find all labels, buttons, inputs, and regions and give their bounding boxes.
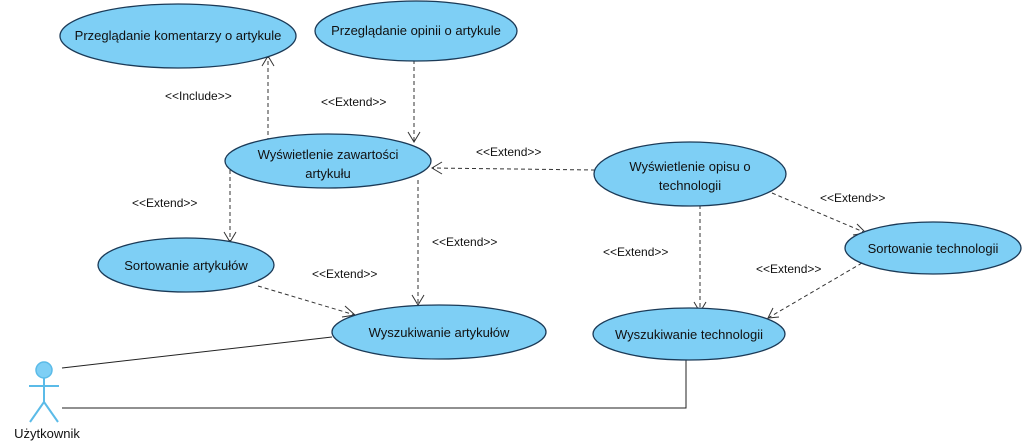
- use-case-label-line1: Wyświetlenie opisu o: [629, 159, 750, 174]
- extend-sortowanie-wyszukiwanie-art: [257, 285, 357, 318]
- label-extend-opis-sort-tech: <<Extend>>: [820, 191, 885, 205]
- use-case-label: Sortowanie artykułów: [124, 258, 248, 273]
- use-case-label: Przeglądanie opinii o artykule: [331, 23, 501, 38]
- include-zawartosc-komentarze: [261, 55, 275, 142]
- use-case-label-line2: artykułu: [305, 166, 351, 181]
- label-extend-opis-zawartosc: <<Extend>>: [476, 145, 541, 159]
- use-case-sortowanie-artykulow[interactable]: Sortowanie artykułów: [97, 237, 275, 293]
- extend-zawartosc-opinie: [407, 60, 421, 143]
- use-case-wyswietlenie-zawartosci[interactable]: Wyświetlenie zawartości artykułu: [224, 133, 432, 189]
- actor-name: Użytkownik: [14, 426, 80, 441]
- label-extend-opinie: <<Extend>>: [321, 95, 386, 109]
- use-case-label-line1: Wyświetlenie zawartości: [258, 147, 399, 162]
- association-actor-wyszukiwanie-tech: [62, 358, 687, 409]
- label-extend-opis-wyszuk-tech: <<Extend>>: [603, 245, 668, 259]
- extend-zawartosc-wyszukiwanie-art: [411, 180, 425, 306]
- use-case-wyszukiwanie-technologii[interactable]: Wyszukiwanie technologii: [592, 307, 786, 361]
- label-extend-zawartosc-wyszuk: <<Extend>>: [432, 235, 497, 249]
- label-extend-sortowanie-art: <<Extend>>: [132, 196, 197, 210]
- use-case-przegladanie-komentarzy[interactable]: Przeglądanie komentarzy o artykule: [59, 3, 297, 69]
- use-case-wyswietlenie-opisu[interactable]: Wyświetlenie opisu o technologii: [593, 141, 787, 207]
- extend-sortowanie-wyszukiwanie-tech: [767, 262, 863, 319]
- use-case-label-line2: technologii: [659, 178, 721, 193]
- label-include: <<Include>>: [165, 89, 232, 103]
- extend-zawartosc-sortowanie-art: [223, 170, 237, 243]
- use-case-label: Wyszukiwanie technologii: [615, 327, 763, 342]
- association-actor-wyszukiwanie-art: [61, 336, 333, 369]
- use-case-label: Sortowanie technologii: [868, 241, 999, 256]
- actor-stick-figure-icon: [29, 361, 59, 423]
- use-case-label: Wyszukiwanie artykułów: [369, 325, 510, 340]
- label-extend-sort-wyszuk-tech: <<Extend>>: [756, 262, 821, 276]
- use-case-sortowanie-technologii[interactable]: Sortowanie technologii: [844, 221, 1022, 275]
- extend-opis-wyszukiwanie-tech: [693, 198, 707, 313]
- use-case-przegladanie-opinii[interactable]: Przeglądanie opinii o artykule: [314, 0, 518, 62]
- label-extend-sort-wyszuk-art: <<Extend>>: [312, 267, 377, 281]
- extend-opis-zawartosc: [431, 161, 596, 175]
- use-case-wyszukiwanie-artykulow[interactable]: Wyszukiwanie artykułów: [331, 304, 547, 360]
- use-case-label: Przeglądanie komentarzy o artykule: [75, 28, 282, 43]
- actor-uzytkownik[interactable]: Użytkownik: [14, 361, 80, 441]
